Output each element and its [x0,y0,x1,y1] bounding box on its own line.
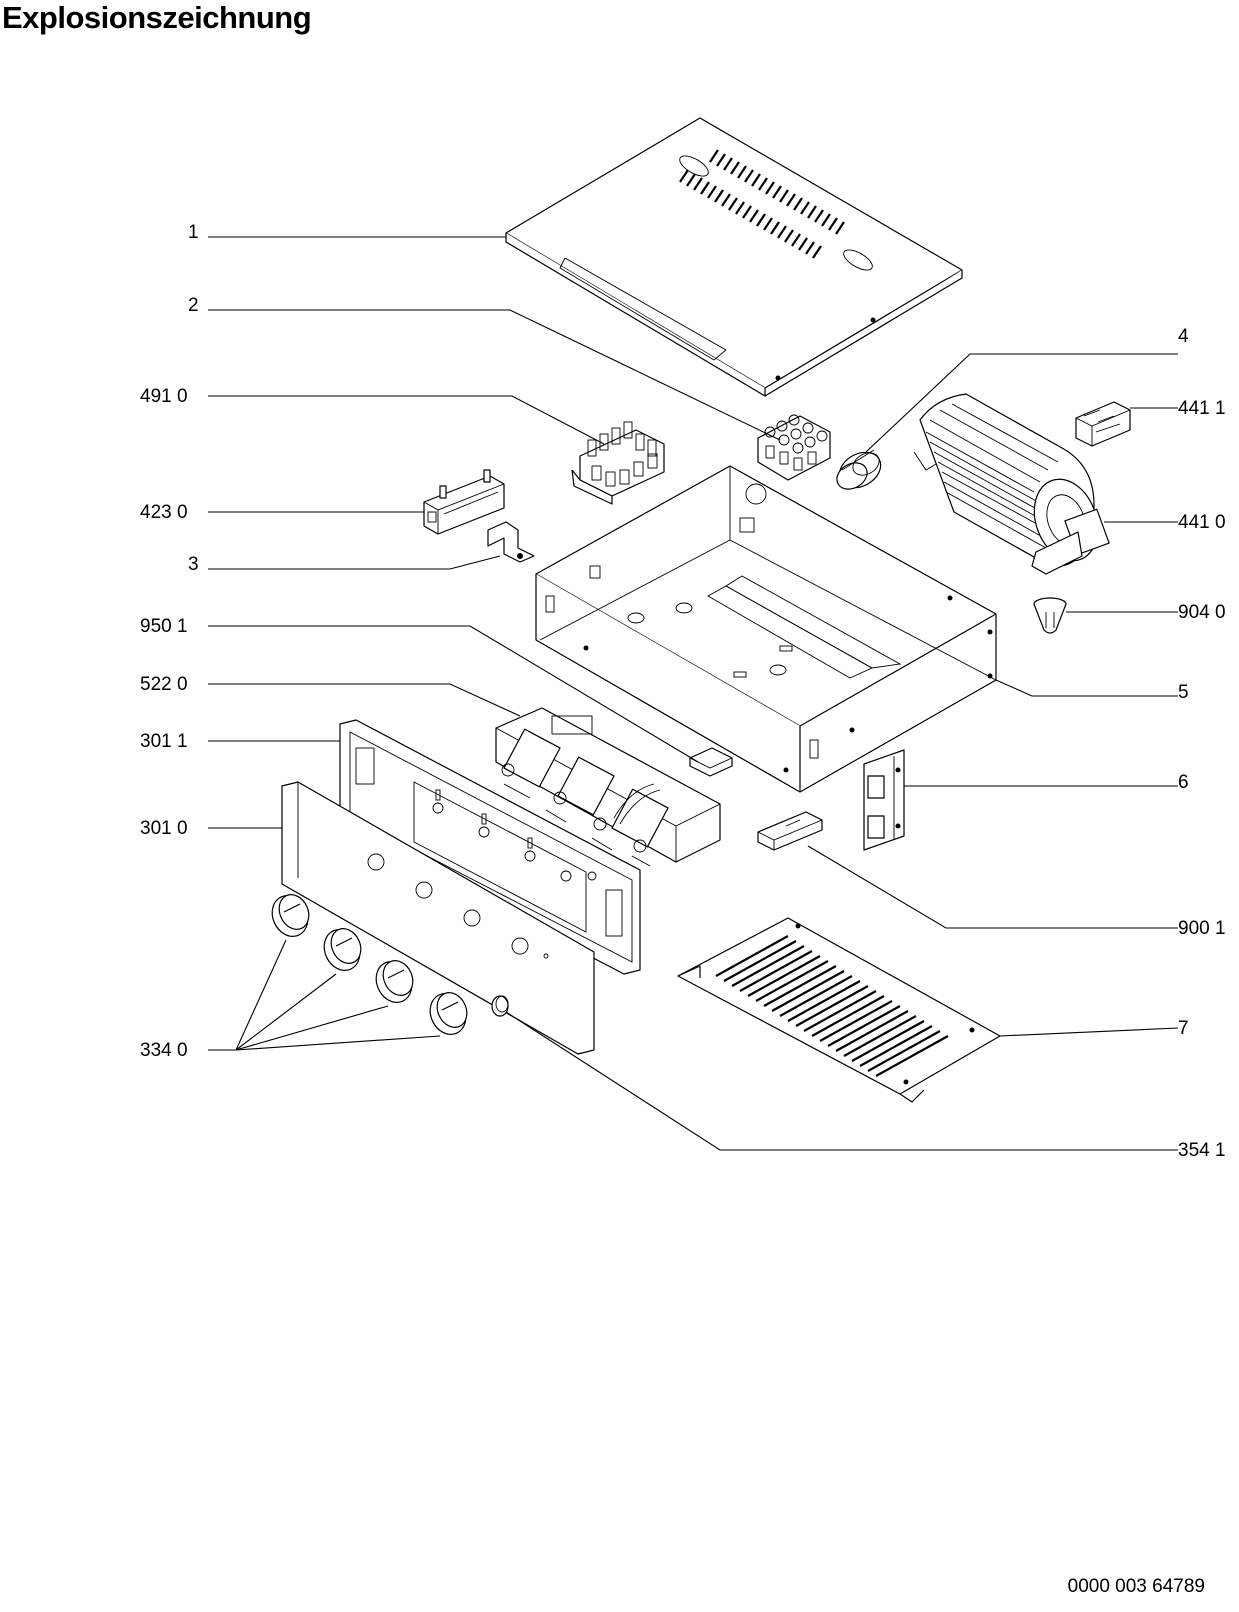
part-grommet [836,449,882,490]
label-7: 7 [1178,1018,1189,1039]
label-6: 6 [1178,772,1189,793]
label-900-1: 900 1 [1178,918,1226,939]
label-334-0: 334 0 [140,1040,188,1061]
leader-lines [208,236,1179,1151]
part-foot [1033,597,1067,634]
part-bracket [487,521,535,563]
part-inner-panel [339,719,641,975]
part-knobs [271,894,468,1035]
label-2: 2 [188,295,199,316]
part-front-panel [281,781,595,1055]
label-522-0: 522 0 [140,674,188,695]
part-bottom-plate [677,917,1001,1103]
label-904-0: 904 0 [1178,602,1226,623]
label-491-0: 491 0 [140,386,188,407]
part-capacitor [423,469,505,535]
label-354-1: 354 1 [1178,1140,1226,1161]
label-4: 4 [1178,326,1189,347]
part-switch-assembly [495,707,721,867]
part-hinge [863,749,905,851]
page-title: Explosionszeichnung [2,0,312,35]
label-441-0: 441 0 [1178,512,1226,533]
part-tangential-fan [913,393,1110,575]
label-1: 1 [188,222,199,243]
part-terminal-block-small [757,414,831,481]
label-301-1: 301 1 [140,731,188,752]
label-301-0: 301 0 [140,818,188,839]
part-housing [535,465,997,793]
document-number: 0000 003 64789 [1067,1576,1205,1597]
label-441-1: 441 1 [1178,398,1226,419]
part-small-block [1075,401,1131,447]
part-labels: 1 2 491 0 423 0 3 950 1 522 0 301 1 301 … [140,222,1226,1161]
part-terminal-block-large [571,421,665,505]
label-423-0: 423 0 [140,502,188,523]
label-950-1: 950 1 [140,616,188,637]
label-3: 3 [188,554,199,575]
part-button [491,995,509,1017]
part-block [757,811,823,851]
part-top-cover [505,117,963,397]
label-5: 5 [1178,682,1189,703]
part-spacer [689,747,733,777]
